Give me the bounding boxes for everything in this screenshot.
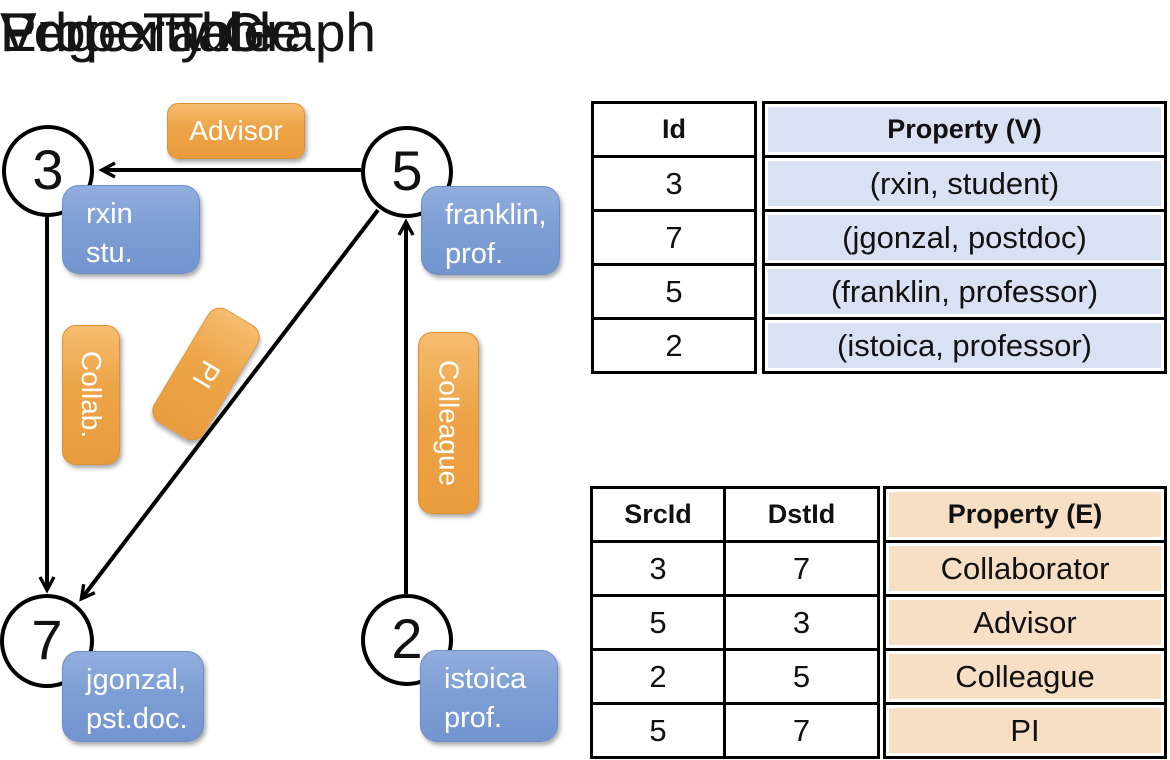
edge-property-cell: Advisor xyxy=(883,594,1167,651)
table-row: 7 xyxy=(591,209,757,266)
vertex-id-cell: 5 xyxy=(591,263,757,320)
vertex-property-header: Property (V) xyxy=(762,101,1167,158)
table-row: Collaborator xyxy=(883,540,1167,597)
table-header-row: Id xyxy=(591,101,757,158)
edge-table-title: Edge Table xyxy=(0,1,275,63)
vertex-id-cell: 7 xyxy=(591,209,757,266)
table-row: PI xyxy=(883,702,1167,759)
edge-property-cell: Collaborator xyxy=(883,540,1167,597)
edge-srcid-cell: 2 xyxy=(590,648,726,705)
graph-edges-canvas xyxy=(38,161,415,602)
edge-table-property-column: Property (E) Collaborator Advisor Collea… xyxy=(883,486,1167,759)
table-row: 3 xyxy=(591,155,757,212)
vertex-id-cell: 2 xyxy=(591,317,757,374)
edge-dstid-cell: 7 xyxy=(723,540,880,597)
table-row: (rxin, student) xyxy=(762,155,1167,212)
table-row: Colleague xyxy=(883,648,1167,705)
table-row: 2 xyxy=(591,317,757,374)
graph-section-title: Property Graph xyxy=(0,1,377,63)
table-row: 5 7 xyxy=(590,702,880,759)
table-row: 2 5 xyxy=(590,648,880,705)
edge-dstid-header: DstId xyxy=(723,486,880,543)
edge-property-header: Property (E) xyxy=(883,486,1167,543)
edge-srcid-header: SrcId xyxy=(590,486,726,543)
edge-dstid-cell: 5 xyxy=(723,648,880,705)
table-row: 5 3 xyxy=(590,594,880,651)
node-property-box-2: istoica prof. xyxy=(420,650,558,742)
table-row: 3 7 xyxy=(590,540,880,597)
vertex-id-cell: 3 xyxy=(591,155,757,212)
edge-label-colleague: Colleague xyxy=(418,332,479,514)
table-row: (istoica, professor) xyxy=(762,317,1167,374)
edge-srcid-cell: 5 xyxy=(590,702,726,759)
vertex-property-cell: (franklin, professor) xyxy=(762,263,1167,320)
node-property-box-3: rxin stu. xyxy=(62,185,200,274)
node-property-box-5: franklin, prof. xyxy=(421,186,560,275)
vertex-id-header: Id xyxy=(591,101,757,158)
table-row: 5 xyxy=(591,263,757,320)
edge-table-id-columns: SrcId DstId 3 7 5 3 2 5 5 7 xyxy=(590,486,880,759)
graph-node-3: 3 xyxy=(2,125,94,217)
vertex-property-cell: (jgonzal, postdoc) xyxy=(762,209,1167,266)
edge-dstid-cell: 3 xyxy=(723,594,880,651)
table-header-row: Property (E) xyxy=(883,486,1167,543)
table-header-row: SrcId DstId xyxy=(590,486,880,543)
vertex-property-cell: (rxin, student) xyxy=(762,155,1167,212)
edge-label-advisor: Advisor xyxy=(167,103,305,159)
edge-srcid-cell: 5 xyxy=(590,594,726,651)
table-row: Advisor xyxy=(883,594,1167,651)
vertex-table-property-column: Property (V) (rxin, student) (jgonzal, p… xyxy=(762,101,1167,374)
edge-line-pi-5-to-7 xyxy=(79,208,380,602)
vertex-table-id-column: Id 3 7 5 2 xyxy=(591,101,757,374)
edge-property-cell: Colleague xyxy=(883,648,1167,705)
edge-srcid-cell: 3 xyxy=(590,540,726,597)
table-row: (jgonzal, postdoc) xyxy=(762,209,1167,266)
node-property-box-7: jgonzal, pst.doc. xyxy=(62,651,204,742)
edge-property-cell: PI xyxy=(883,702,1167,759)
edge-dstid-cell: 7 xyxy=(723,702,880,759)
vertex-table-title: Vertex Table xyxy=(0,1,302,63)
table-row: (franklin, professor) xyxy=(762,263,1167,320)
edge-label-collab: Collab. xyxy=(62,325,120,465)
vertex-property-cell: (istoica, professor) xyxy=(762,317,1167,374)
table-header-row: Property (V) xyxy=(762,101,1167,158)
